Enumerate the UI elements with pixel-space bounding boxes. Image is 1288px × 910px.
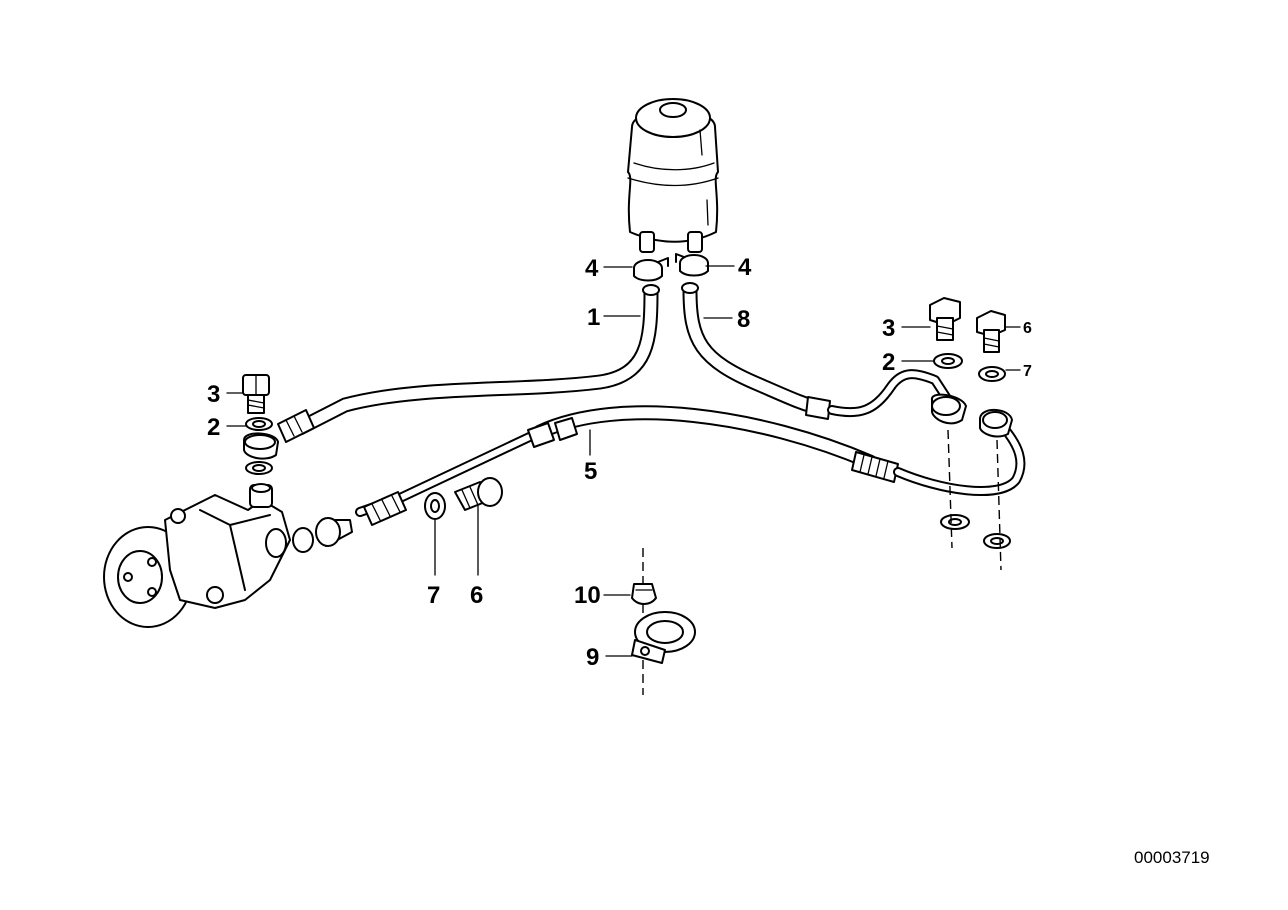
sealing-ring-right-upper-2 [978, 366, 1006, 382]
sealing-ring-right-lower [940, 514, 970, 530]
sealing-ring-left-lower [245, 461, 273, 475]
callout-1: 1 [587, 304, 600, 331]
power-steering-pump [103, 483, 291, 628]
sealing-ring-lower [424, 492, 446, 520]
callout-4-left: 4 [585, 255, 599, 282]
pressure-hose [292, 405, 1026, 553]
callout-4-right: 4 [738, 254, 752, 281]
callout-5: 5 [584, 458, 597, 485]
fluid-reservoir [627, 98, 719, 253]
assembly-axis-right-2 [996, 439, 1002, 571]
callout-2-right: 2 [882, 349, 895, 376]
hose-clamp-left [633, 257, 669, 282]
banjo-bolt-left [242, 374, 270, 414]
banjo-bolt-right-2 [976, 310, 1006, 353]
union-fitting-lower [454, 477, 503, 511]
sealing-ring-right-lower-2 [983, 533, 1011, 549]
suction-hose [277, 284, 660, 443]
callout-8: 8 [737, 306, 750, 333]
sealing-ring-left-upper [245, 417, 273, 431]
callout-6-right: 6 [1023, 320, 1032, 337]
callout-7-right: 7 [1023, 363, 1032, 380]
document-number: 00003719 [1134, 848, 1210, 867]
sealing-ring-right-upper [933, 353, 963, 369]
callout-10: 10 [574, 582, 601, 609]
callout-6-lower: 6 [470, 582, 483, 609]
callout-2-left: 2 [207, 414, 220, 441]
callout-3-right: 3 [882, 315, 895, 342]
hose-clip [631, 611, 696, 664]
clip-nut [631, 583, 657, 605]
assembly-axis-right-1 [947, 429, 953, 549]
leader-lines [226, 265, 1021, 657]
banjo-bolt-right-1 [929, 297, 961, 341]
hose-clamp-right [675, 253, 709, 277]
callout-9: 9 [586, 644, 599, 671]
banjo-fitting-left [243, 432, 279, 460]
callout-3-left: 3 [207, 381, 220, 408]
return-hose [681, 282, 967, 425]
callout-7-lower: 7 [427, 582, 440, 609]
